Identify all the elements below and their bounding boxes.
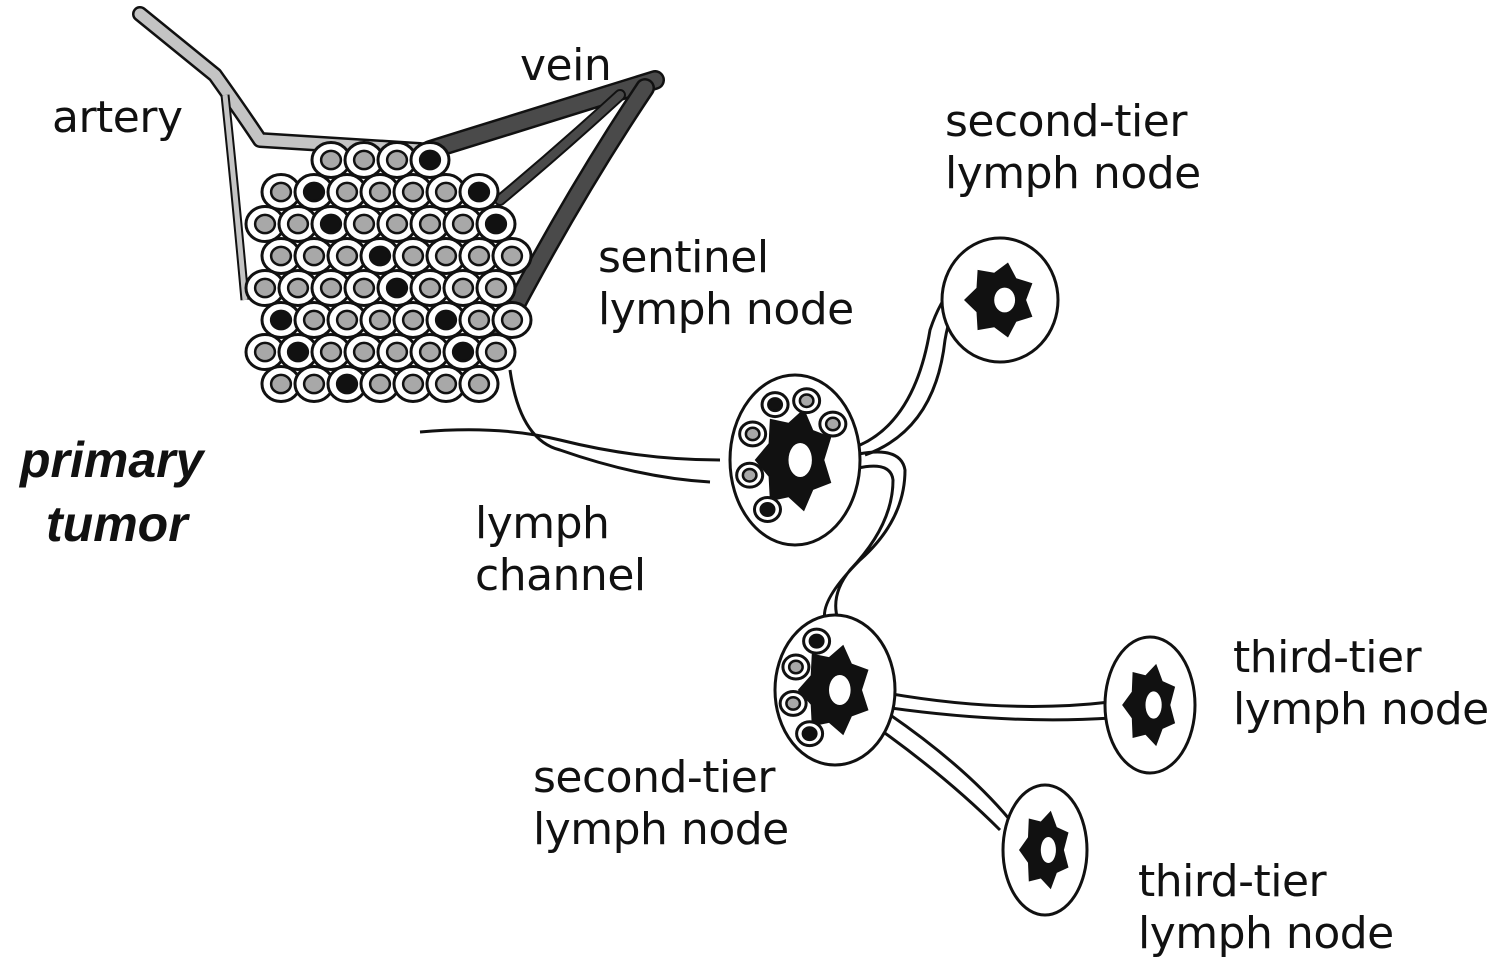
primary-tumor-line-2: tumor	[20, 492, 203, 556]
sentinel-node-line-1: sentinel	[598, 232, 854, 284]
third-tier-right-line-2: lymph node	[1233, 684, 1489, 736]
second-tier-top-line-1: second-tier	[945, 96, 1201, 148]
tumor-cell	[477, 271, 515, 306]
artery-label: artery	[52, 92, 183, 144]
vein-text: vein	[520, 40, 611, 92]
metastatic-cell	[797, 722, 823, 746]
second-tier-node-bottom	[775, 615, 895, 765]
artery-text: artery	[52, 92, 183, 144]
metastatic-cell	[783, 655, 809, 679]
tumor-cell	[411, 143, 449, 178]
third-tier-node-bottom	[1003, 785, 1087, 915]
vein-label: vein	[520, 40, 611, 92]
tumor-cell	[493, 239, 531, 274]
third-tier-bottom-line-2: lymph node	[1138, 908, 1394, 960]
metastatic-cell	[804, 629, 830, 653]
primary-tumor-cells	[246, 143, 531, 402]
primary-tumor-label: primary tumor	[20, 428, 203, 556]
tumor-cell	[477, 207, 515, 242]
second-tier-bottom-line-2: lymph node	[533, 804, 789, 856]
lymph-channel-label: lymph channel	[475, 498, 646, 602]
metastatic-cell	[762, 393, 788, 417]
sentinel-node-line-2: lymph node	[598, 284, 854, 336]
lymph-channel-line-1: lymph	[475, 498, 646, 550]
tumor-cell	[460, 175, 498, 210]
third-tier-right-label: third-tier lymph node	[1233, 632, 1489, 736]
third-tier-node-right	[1105, 637, 1195, 773]
tumor-cell	[460, 367, 498, 402]
second-tier-node-top	[942, 238, 1058, 362]
sentinel-node-label: sentinel lymph node	[598, 232, 854, 336]
tumor-cell	[477, 335, 515, 370]
metastatic-cell	[754, 498, 780, 522]
third-tier-bottom-line-1: third-tier	[1138, 856, 1394, 908]
third-tier-bottom-label: third-tier lymph node	[1138, 856, 1394, 960]
third-tier-right-line-1: third-tier	[1233, 632, 1489, 684]
channel-to-third-right	[870, 690, 1112, 720]
metastatic-cell	[794, 389, 820, 413]
metastatic-cell	[780, 691, 806, 715]
second-tier-top-label: second-tier lymph node	[945, 96, 1201, 200]
second-tier-top-line-2: lymph node	[945, 148, 1201, 200]
primary-tumor-line-1: primary	[20, 428, 203, 492]
metastatic-cell	[737, 463, 763, 487]
lymph-channel-line-2: channel	[475, 550, 646, 602]
metastatic-cell	[820, 412, 846, 436]
second-tier-bottom-label: second-tier lymph node	[533, 752, 789, 856]
sentinel-node	[730, 375, 860, 545]
tumor-cell	[493, 303, 531, 338]
lymph-nodes	[730, 238, 1195, 915]
metastatic-cell	[740, 422, 766, 446]
second-tier-bottom-line-1: second-tier	[533, 752, 789, 804]
